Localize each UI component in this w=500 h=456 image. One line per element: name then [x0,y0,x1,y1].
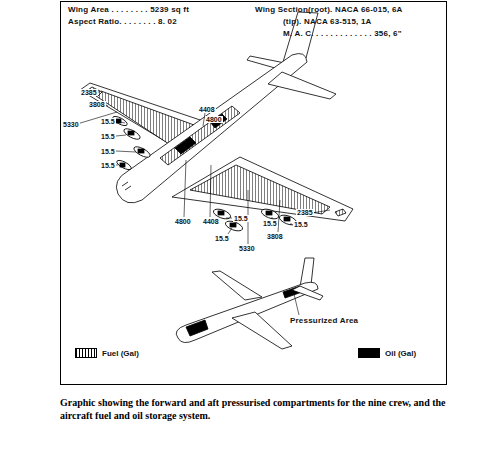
legend-swatch [358,348,380,358]
callout-number: 15.5 [262,220,278,227]
callout-number: 3808 [266,233,284,240]
callout-number: 15.5 [100,133,116,140]
callout-number: 2385 [80,89,98,96]
callout-number: 5330 [62,121,80,128]
callout-number: 15.5 [100,162,116,169]
callout-number: 4408 [202,218,220,225]
callout-number: 15.5 [233,215,249,222]
leader-lines [77,92,330,244]
callout-number: 4408 [198,106,216,113]
main-aircraft [80,12,353,233]
spec-line: Aspect Ratio. . . . . . . . 8. 02 [68,18,177,26]
figure-frame [61,2,447,385]
legend-entry: Fuel (Gal) [75,348,139,358]
callout-number: 15.5 [100,148,116,155]
pressurized-area-aircraft [176,258,323,349]
legend-text: Fuel (Gal) [102,349,139,358]
legend-swatch [75,348,97,358]
spec-line: Wing Section(root). NACA 66-015, 6A [255,6,403,14]
callout-number: 15.5 [214,235,230,242]
callout-number: 3808 [88,101,106,108]
callout-number: 4800 [174,218,192,225]
callout-number: 4800 [205,116,223,123]
legend-text: Oil (Gal) [385,349,416,358]
callout-number: 15.5 [293,221,309,228]
callout-text: Pressurized Area [290,317,358,325]
spec-line: Wing Area . . . . . . . . 5239 sq ft [68,6,189,14]
spec-line: M. A. C. . . . . . . . . . . . . 356, 6" [283,30,402,38]
legend-entry: Oil (Gal) [358,348,416,358]
callout-number: 5330 [238,245,256,252]
callout-number: 2385 [296,209,314,216]
spec-line: (tip). NACA 63-515, 1A [283,18,372,26]
callout-number: 15.5 [100,118,116,125]
figure-caption: Graphic showing the forward and aft pres… [60,397,448,422]
